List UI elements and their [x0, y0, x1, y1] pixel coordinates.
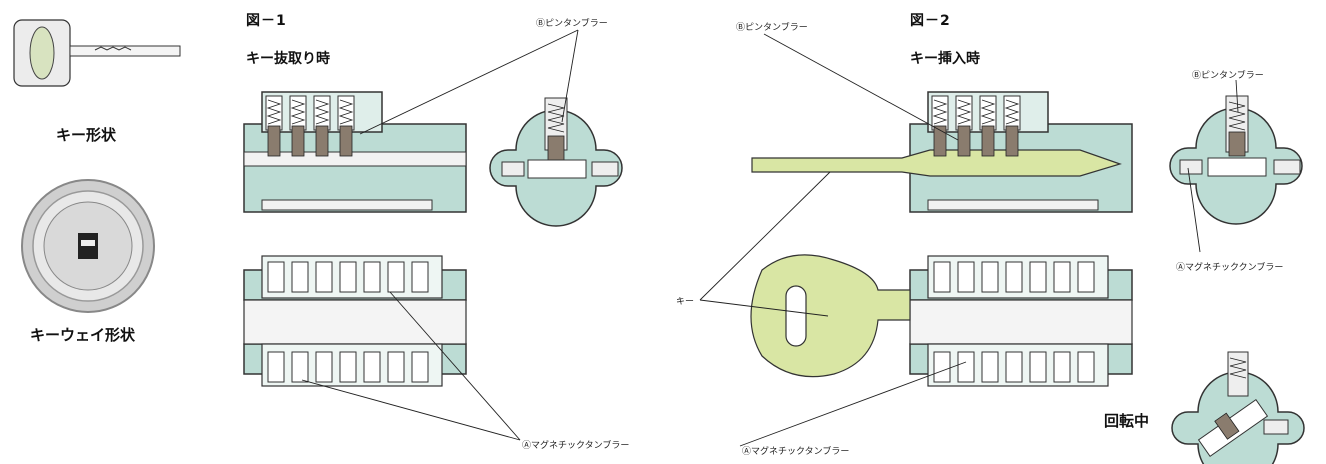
fig2-end-view: [1169, 95, 1303, 225]
fig1-end-view: [489, 97, 623, 227]
pin-spring: [338, 99, 354, 125]
pin-tumbler: [267, 125, 281, 157]
fig1-top-section: [243, 91, 467, 213]
pin-spring: [266, 99, 282, 125]
magnetic-tumbler-lower: [291, 351, 309, 383]
pin-spring: [956, 99, 972, 125]
keyway-shape-label: キーウェイ形状: [30, 326, 136, 344]
magnetic-tumbler-upper: [1029, 261, 1047, 293]
pin-spring: [290, 99, 306, 125]
pin-chamber: [313, 95, 331, 131]
magnetic-tumbler-lower: [1077, 351, 1095, 383]
magnetic-tumbler-lower: [315, 351, 333, 383]
pin-spring: [314, 99, 330, 125]
pin-tumbler: [981, 125, 995, 157]
magnetic-tumbler-upper: [267, 261, 285, 293]
magnetic-tumbler-lower: [387, 351, 405, 383]
pin-chamber: [955, 95, 973, 131]
pin-tumbler: [291, 125, 305, 157]
fig2-rotating-label: 回転中: [1104, 412, 1150, 430]
fig2-magnetic-tumbler-label-side: Ⓐマグネチッククンブラー: [1176, 263, 1284, 273]
pin-chamber: [337, 95, 355, 131]
key-shape-label: キー形状: [56, 126, 117, 144]
magnetic-tumbler-upper: [363, 261, 381, 293]
magnetic-tumbler-lower: [933, 351, 951, 383]
fig2-subtitle: キー挿入時: [910, 51, 980, 67]
magnetic-tumbler-upper: [1053, 261, 1071, 293]
magnetic-tumbler-lower: [981, 351, 999, 383]
fig2-title: 図－2: [910, 13, 951, 29]
pin-chamber: [265, 95, 283, 131]
magnetic-tumbler-upper: [315, 261, 333, 293]
fig1-title: 図－1: [246, 13, 287, 29]
key-head: [750, 254, 911, 378]
magnetic-tumbler-lower: [339, 351, 357, 383]
magnetic-tumbler-lower: [1053, 351, 1071, 383]
fig2-pin-tumbler-label-side: Ⓑピンタンブラー: [1192, 71, 1264, 81]
fig2-key-label: キー: [676, 297, 695, 307]
fig2-top-section: [751, 91, 1133, 213]
pin-chamber: [1003, 95, 1021, 131]
fig2-magnetic-tumbler-label: Ⓐマグネチックタンブラー: [742, 447, 850, 457]
magnetic-tumbler-lower: [1029, 351, 1047, 383]
magnetic-tumbler-lower: [267, 351, 285, 383]
pin-spring: [1004, 99, 1020, 125]
key-shape-illustration: [13, 19, 181, 87]
pin-tumbler: [933, 125, 947, 157]
magnetic-tumbler-upper: [933, 261, 951, 293]
magnetic-tumbler-lower: [1005, 351, 1023, 383]
pin-tumbler: [339, 125, 353, 157]
magnetic-tumbler-upper: [339, 261, 357, 293]
magnetic-tumbler-lower: [957, 351, 975, 383]
pin-chamber: [979, 95, 997, 131]
pin-spring: [980, 99, 996, 125]
magnetic-tumbler-upper: [1005, 261, 1023, 293]
keyway-shape-illustration: [21, 179, 155, 313]
magnetic-tumbler-upper: [1077, 261, 1095, 293]
leader-lines: [301, 29, 1239, 447]
magnetic-tumbler-upper: [387, 261, 405, 293]
fig1-magnetic-tumbler-label: Ⓐマグネチックタンブラー: [522, 441, 630, 451]
magnetic-tumbler-upper: [957, 261, 975, 293]
magnetic-tumbler-upper: [291, 261, 309, 293]
pin-chamber: [289, 95, 307, 131]
fig2-pin-tumbler-label: Ⓑピンタンブラー: [736, 23, 808, 33]
pin-tumbler: [315, 125, 329, 157]
magnetic-tumbler-lower: [363, 351, 381, 383]
magnetic-tumbler-upper: [411, 261, 429, 293]
fig1-pin-tumbler-label: Ⓑピンタンブラー: [536, 19, 608, 29]
pin-spring: [932, 99, 948, 125]
fig1-subtitle: キー抜取り時: [246, 51, 330, 67]
magnetic-tumbler-upper: [981, 261, 999, 293]
fig1-bottom-section: [243, 255, 467, 387]
pin-tumbler: [957, 125, 971, 157]
fig2-rotating-view: [1171, 351, 1305, 464]
pin-chamber: [931, 95, 949, 131]
pin-tumbler: [1005, 125, 1019, 157]
magnetic-tumbler-lower: [411, 351, 429, 383]
fig2-bottom-section: [750, 254, 1133, 387]
